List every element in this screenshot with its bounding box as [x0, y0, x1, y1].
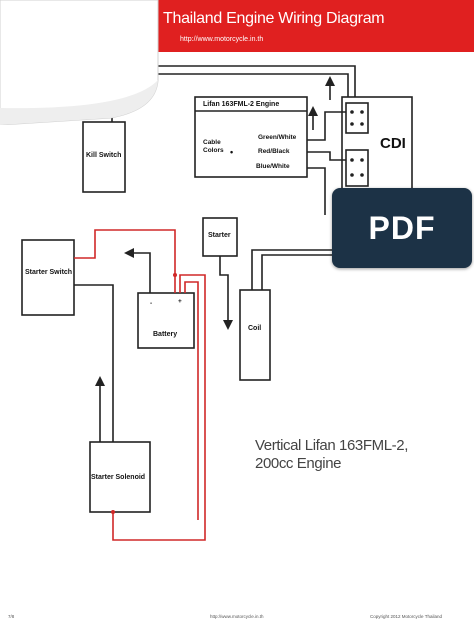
red-wire-switch-battery — [74, 229, 176, 293]
cdi-pin — [350, 173, 354, 177]
coil-label: Coil — [248, 325, 262, 332]
diagram-caption: Vertical Lifan 163FML-2, 200cc Engine — [255, 437, 408, 472]
starter-solenoid-label: Starter Solenoid — [91, 474, 146, 481]
switch-to-solenoid — [74, 284, 114, 442]
page-title: Thailand Engine Wiring Diagram — [163, 10, 385, 27]
cdi-pin — [350, 122, 354, 126]
cable-colors-label: Cable Colors — [203, 139, 224, 154]
kill-switch-box — [82, 121, 126, 193]
arrow-up-engine — [308, 106, 318, 116]
footer-copyright: Copyright 2012 Motorcycle Thailand — [370, 614, 442, 619]
page-curl — [0, 0, 159, 125]
battery-minus-label: - — [150, 300, 153, 307]
wire-blue-white — [307, 167, 326, 215]
green-white-label: Green/White — [258, 134, 297, 141]
kill-wire-top — [130, 65, 356, 97]
cdi-connector-top — [345, 102, 369, 134]
cdi-label: CDI — [380, 135, 406, 152]
header-url: http://www.motorcycle.in.th — [180, 36, 264, 43]
cdi-pin — [350, 110, 354, 114]
battery-plus-label: + — [178, 298, 182, 305]
cdi-pin — [360, 158, 364, 162]
coil-wire-a — [251, 249, 342, 290]
arrow-up-cdi — [325, 76, 335, 86]
footer-url: http://www.motorcycle.in.th — [210, 614, 264, 619]
coil-box — [239, 289, 271, 381]
red-junction — [111, 510, 115, 514]
cdi-connector-bottom — [345, 149, 369, 187]
cdi-pin — [360, 122, 364, 126]
pdf-badge[interactable]: PDF — [332, 188, 472, 268]
engine-box — [194, 96, 308, 178]
red-wire-battery-solenoid — [112, 274, 206, 541]
starter-label: Starter — [208, 232, 231, 239]
arrow-left-battery — [124, 248, 134, 258]
cdi-pin — [360, 110, 364, 114]
battery-label: Battery — [153, 331, 178, 338]
pdf-badge-label: PDF — [368, 209, 436, 246]
footer-page-number: 7/8 — [8, 614, 15, 619]
starter-ground-lead — [219, 256, 229, 325]
red-junction — [173, 273, 177, 277]
battery-box — [137, 292, 195, 349]
battery-ground-lead — [130, 252, 151, 293]
starter-switch-label: Starter Switch — [25, 269, 73, 276]
engine-title-label: Lifan 163FML-2 Engine — [203, 101, 280, 108]
wire-red-black — [307, 151, 346, 161]
cable-colors-bullet: • — [230, 147, 234, 157]
arrow-up-solenoid — [95, 376, 105, 386]
kill-switch-label: Kill Switch — [86, 152, 122, 159]
blue-white-label: Blue/White — [256, 163, 290, 170]
arrow-down-starter — [223, 320, 233, 330]
coil-wire-b — [261, 254, 342, 290]
kill-wire-inner — [130, 73, 349, 97]
cdi-pin — [350, 158, 354, 162]
header-banner — [150, 0, 474, 52]
starter-switch-box — [21, 239, 75, 316]
wire-green-white — [307, 111, 346, 141]
starter-solenoid-box — [89, 441, 151, 513]
cdi-pin — [360, 173, 364, 177]
red-wire-battery-starter — [184, 281, 199, 520]
red-black-label: Red/Black — [258, 148, 290, 155]
